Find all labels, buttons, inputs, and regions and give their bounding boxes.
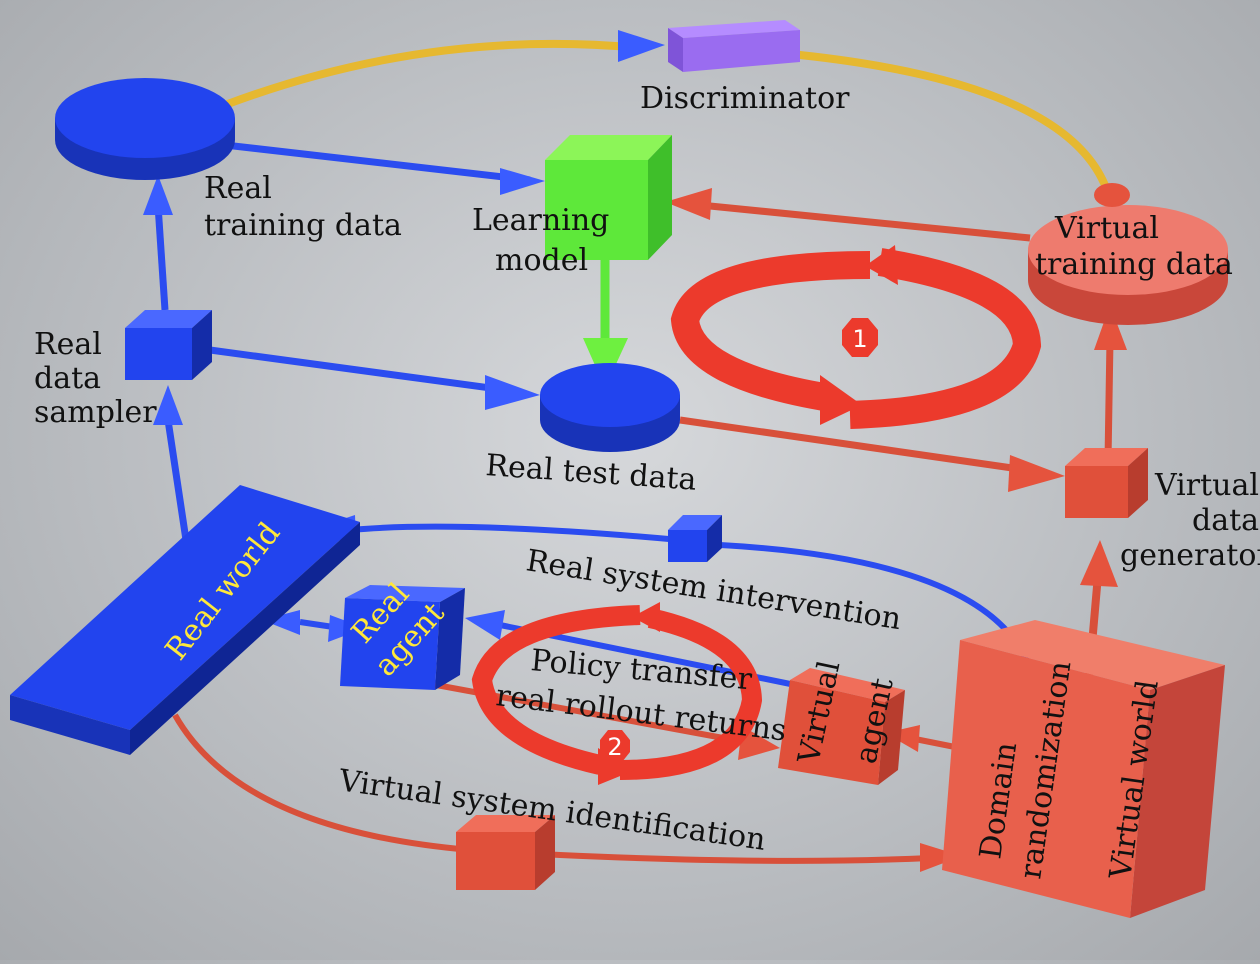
arrow-generator-to-virtual-training (1104, 339, 1114, 461)
real-system-intervention-box (668, 515, 722, 562)
real-test-data-label: Real test data (484, 448, 697, 498)
discriminator-box (668, 20, 800, 72)
real-data-sampler-label-line1: Real (34, 327, 102, 362)
virtual-system-identification-box (456, 815, 555, 890)
virtual-agent-box (778, 668, 905, 785)
real-training-data-disk (55, 78, 235, 180)
arrowhead-sampler-to-training (143, 175, 173, 215)
arrowhead-sampler-to-test (485, 375, 540, 410)
gold-arc-connector (221, 39, 1114, 204)
arrow-training-to-model (224, 141, 531, 184)
arrow-sampler-to-test (209, 346, 521, 396)
arrowhead-policy-transfer (465, 610, 505, 640)
arrowhead-agent-world-left (262, 610, 300, 635)
arrow-sampler-to-training (154, 204, 169, 311)
discriminator-label: Discriminator (640, 81, 850, 116)
loop-1-number: 1 (852, 325, 867, 353)
loop-1-badge: 1 (842, 318, 878, 357)
virtual-data-generator-label-line2: data (1192, 503, 1259, 538)
loop-2-badge: 2 (600, 730, 630, 762)
loop-1-cycle (670, 245, 1042, 429)
learning-model-label-line2: model (495, 243, 588, 278)
real-training-data-label-line1: Real (204, 171, 272, 206)
arrowhead-generator-to-virtual-training (1094, 305, 1127, 350)
real-world-slab (10, 485, 360, 755)
arrowhead-training-to-model (500, 168, 545, 195)
real-data-sampler-cube (125, 310, 212, 380)
arrowhead-virtual-system-identification (920, 843, 962, 872)
arrowhead-model-to-test (583, 338, 628, 388)
arrow-virtual-to-model (699, 201, 1031, 242)
arrow-test-to-generator (679, 416, 1041, 476)
loop-2-number: 2 (607, 733, 622, 761)
virtual-training-data-label-line1: Virtual (1054, 211, 1159, 246)
real-agent-box (340, 585, 465, 690)
arrowhead-virtual-world-to-generator (1080, 540, 1118, 587)
real-data-sampler-label-line2: data (34, 361, 101, 396)
real-test-data-disk (540, 363, 680, 452)
real-data-sampler-label-line3: sampler (34, 395, 157, 430)
virtual-world-slab (942, 620, 1225, 918)
learning-model-cube (545, 135, 672, 260)
virtual-training-data-label-line2: training data (1035, 247, 1233, 282)
arrowhead-virtual-to-model (665, 188, 712, 220)
arrowhead-discriminator (618, 30, 665, 62)
arrow-virtual-system-identification (172, 713, 931, 864)
virtual-training-data-disk (1028, 183, 1228, 325)
virtual-data-generator-label-line3: generator (1120, 538, 1260, 573)
learning-model-label-line1: Learning (472, 203, 609, 238)
arrowhead-world-to-sampler (153, 385, 183, 425)
arrow-real-rollout-returns (419, 679, 746, 745)
virtual-data-generator-label-line1: Virtual (1154, 468, 1259, 503)
virtual-data-generator-cube (1065, 448, 1148, 518)
arrowhead-test-to-generator (1008, 455, 1065, 492)
real-training-data-label-line2: training data (204, 208, 402, 243)
